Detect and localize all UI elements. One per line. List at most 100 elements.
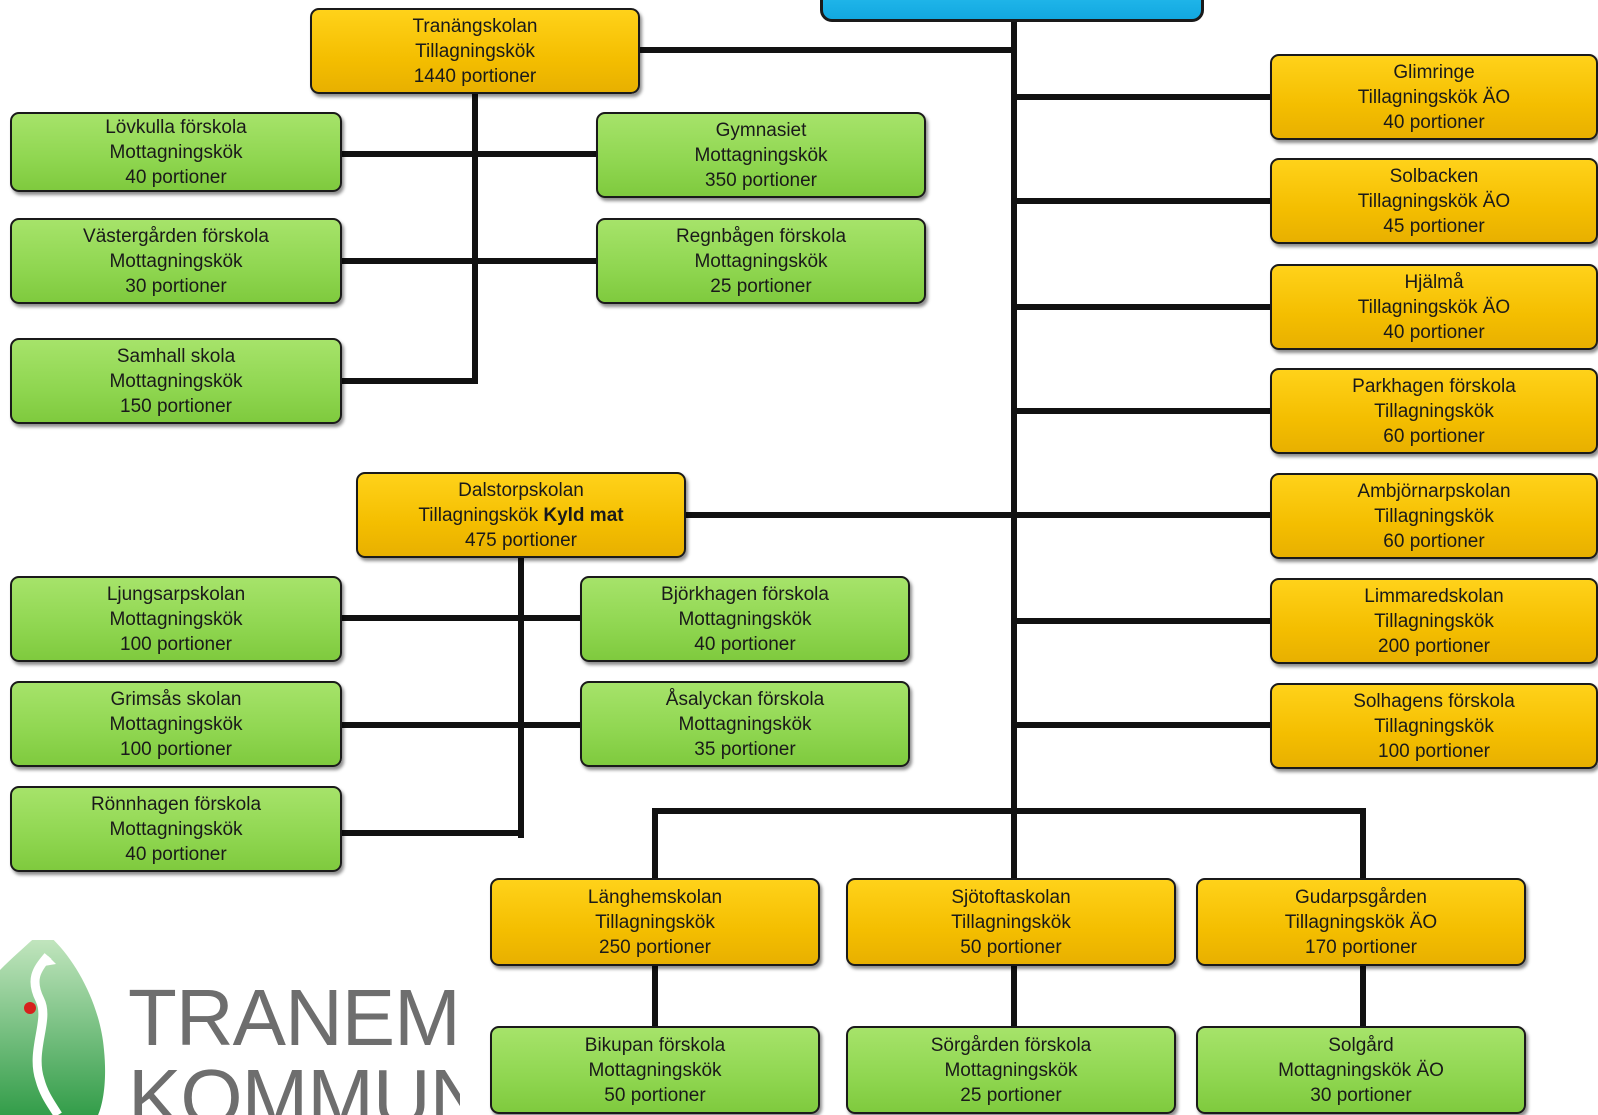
connector-line	[472, 94, 478, 384]
node-portions: 40 portioner	[1383, 321, 1485, 343]
node-title: Tranängskolan	[412, 15, 538, 37]
node-portions: 50 portioner	[604, 1084, 706, 1106]
node-portions: 50 portioner	[960, 936, 1062, 958]
crane-neck	[30, 953, 62, 1115]
node-portions: 25 portioner	[710, 275, 812, 297]
node-portions: 25 portioner	[960, 1084, 1062, 1106]
node-portions: 475 portioner	[465, 529, 577, 551]
node-kitchen-type: Tillagningskök ÄO	[1357, 86, 1511, 108]
connector-line	[518, 558, 524, 838]
node-title: Lövkulla förskola	[105, 116, 247, 138]
connector-line	[652, 808, 658, 878]
node-title: Länghemskolan	[587, 886, 723, 908]
node-kitchen-type: Mottagningskök	[678, 713, 812, 735]
node-kitchen-type: Mottagningskök	[109, 370, 243, 392]
node-kitchen-type: Mottagningskök	[109, 141, 243, 163]
connector-line	[340, 151, 596, 157]
node-portions: 350 portioner	[705, 169, 817, 191]
connector-line	[1014, 304, 1270, 310]
node-portions: 40 portioner	[125, 843, 227, 865]
node-portions: 40 portioner	[1383, 111, 1485, 133]
node-kitchen-type: Tillagningskök	[1374, 610, 1494, 632]
node-portions: 45 portioner	[1383, 215, 1485, 237]
connector-line	[1014, 722, 1270, 728]
node-kitchen-type: Mottagningskök	[588, 1059, 722, 1081]
node-portions: 200 portioner	[1378, 635, 1490, 657]
tranemo-kommun-logo: TRANEMO KOMMUN	[0, 940, 460, 1115]
node-portions: 250 portioner	[599, 936, 711, 958]
node-kitchen-type: Mottagningskök	[694, 250, 828, 272]
node-kitchen-type: Mottagningskök	[944, 1059, 1078, 1081]
node-kitchen-type: Tillagningskök	[1374, 715, 1494, 737]
node-kitchen-type: Mottagningskök	[109, 818, 243, 840]
node-title: Limmaredskolan	[1364, 585, 1504, 607]
connector-line	[652, 808, 1366, 814]
node-kitchen-type: Tillagningskök Kyld mat	[418, 504, 624, 526]
node-title: Parkhagen förskola	[1352, 375, 1516, 397]
node-title: Ljungsarpskolan	[106, 583, 246, 605]
node-portions: 170 portioner	[1305, 936, 1417, 958]
node-title: Rönnhagen förskola	[90, 793, 262, 815]
connector-line	[1360, 808, 1366, 878]
leaf-shape	[0, 940, 106, 1115]
node-portions: 60 portioner	[1383, 530, 1485, 552]
node-portions: 40 portioner	[125, 166, 227, 188]
connector-line	[340, 615, 580, 621]
node-portions: 150 portioner	[120, 395, 232, 417]
node-title: Gudarpsgården	[1294, 886, 1428, 908]
logo-line2: KOMMUN	[128, 1053, 460, 1115]
node-portions: 100 portioner	[120, 738, 232, 760]
connector-line	[340, 378, 478, 384]
node-portions: 60 portioner	[1383, 425, 1485, 447]
node-title: Samhall skola	[116, 345, 236, 367]
node-kitchen-type: Tillagningskök	[1374, 505, 1494, 527]
connector-line	[340, 722, 580, 728]
node-title: Björkhagen förskola	[661, 583, 829, 605]
node-kitchen-type: Tillagningskök	[595, 911, 715, 933]
connector-line	[1014, 408, 1270, 414]
node-title: Gymnasiet	[715, 119, 807, 141]
node-title: Regnbågen förskola	[675, 225, 847, 247]
node-kitchen-type: Tillagningskök	[1374, 400, 1494, 422]
node-portions: 30 portioner	[1310, 1084, 1412, 1106]
connector-line	[1360, 966, 1366, 1026]
node-portions: 30 portioner	[125, 275, 227, 297]
connector-line	[1014, 512, 1270, 518]
connector-line	[686, 512, 1014, 518]
connector-line	[640, 47, 1014, 53]
node-kitchen-type: Mottagningskök	[694, 144, 828, 166]
connector-line	[1014, 198, 1270, 204]
node-title: Solgård	[1328, 1034, 1394, 1056]
node-title: Västergården förskola	[83, 225, 269, 247]
node-title: Sörgården förskola	[930, 1034, 1092, 1056]
node-kitchen-type: Mottagningskök ÄO	[1278, 1059, 1444, 1081]
node-portions: 40 portioner	[694, 633, 796, 655]
connector-line	[1011, 22, 1017, 817]
node-kitchen-type: Tillagningskök ÄO	[1357, 296, 1511, 318]
node-kitchen-type: Mottagningskök	[109, 250, 243, 272]
node-title: Dalstorpskolan	[458, 479, 584, 501]
node-kitchen-type: Tillagningskök ÄO	[1357, 190, 1511, 212]
node-portions: 35 portioner	[694, 738, 796, 760]
node-kitchen-type: Tillagningskök	[951, 911, 1071, 933]
node-portions: 100 portioner	[120, 633, 232, 655]
node-portions: 1440 portioner	[413, 65, 537, 87]
node-kitchen-type: Tillagningskök ÄO	[1284, 911, 1438, 933]
